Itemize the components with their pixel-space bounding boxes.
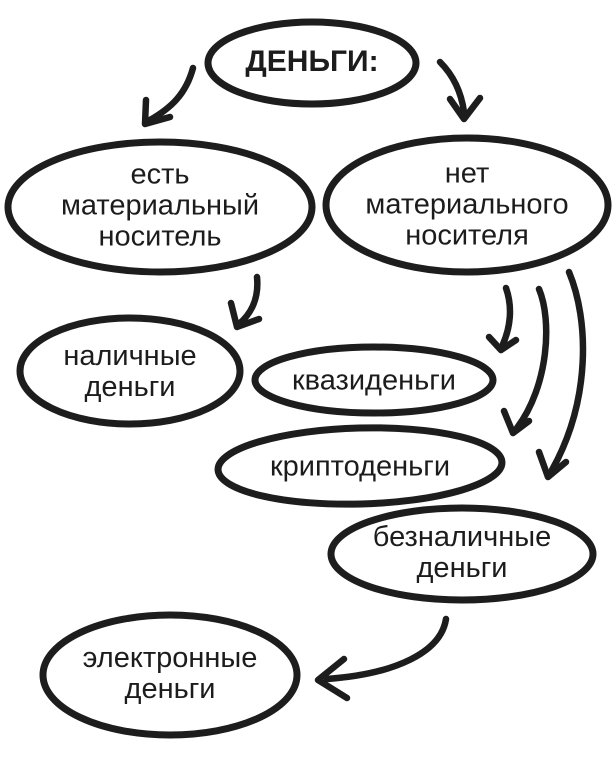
- arrow-money-to-has-material-carrier: [141, 64, 197, 128]
- ellipse-quasi-money: [251, 343, 497, 417]
- arrow-money-to-no-material-carrier: [436, 58, 484, 123]
- arrow-cashless-money-to-electronic-money: [314, 615, 450, 702]
- arrow-no-material-carrier-to-cashless-money: [535, 268, 587, 481]
- ellipse-no-material-carrier: [322, 134, 612, 276]
- node-no-material-carrier-label: нет материального носителя: [365, 157, 569, 252]
- ellipse-has-material-carrier: [4, 138, 316, 276]
- node-has-material-carrier-label: есть материальный носитель: [60, 158, 260, 253]
- node-crypto-money-label: криптоденьги: [269, 450, 451, 483]
- node-electronic-money-label: электронные деньги: [82, 642, 258, 705]
- node-quasi-money-label: квазиденьги: [291, 364, 457, 397]
- ellipse-cashless-money: [327, 504, 597, 604]
- ellipse-money: [204, 18, 420, 108]
- node-money-label: ДЕНЬГИ:: [245, 45, 379, 78]
- ellipse-cash-money: [16, 314, 244, 428]
- arrow-has-material-carrier-to-cash-money: [227, 273, 263, 331]
- arrow-no-material-carrier-to-quasi-money: [485, 284, 520, 354]
- ellipse-electronic-money: [39, 611, 301, 739]
- node-cashless-money-label: безналичные деньги: [372, 521, 552, 584]
- ellipse-crypto-money: [214, 424, 506, 508]
- arrow-no-material-carrier-to-crypto-money: [500, 285, 550, 437]
- node-cash-money-label: наличные деньги: [63, 340, 197, 403]
